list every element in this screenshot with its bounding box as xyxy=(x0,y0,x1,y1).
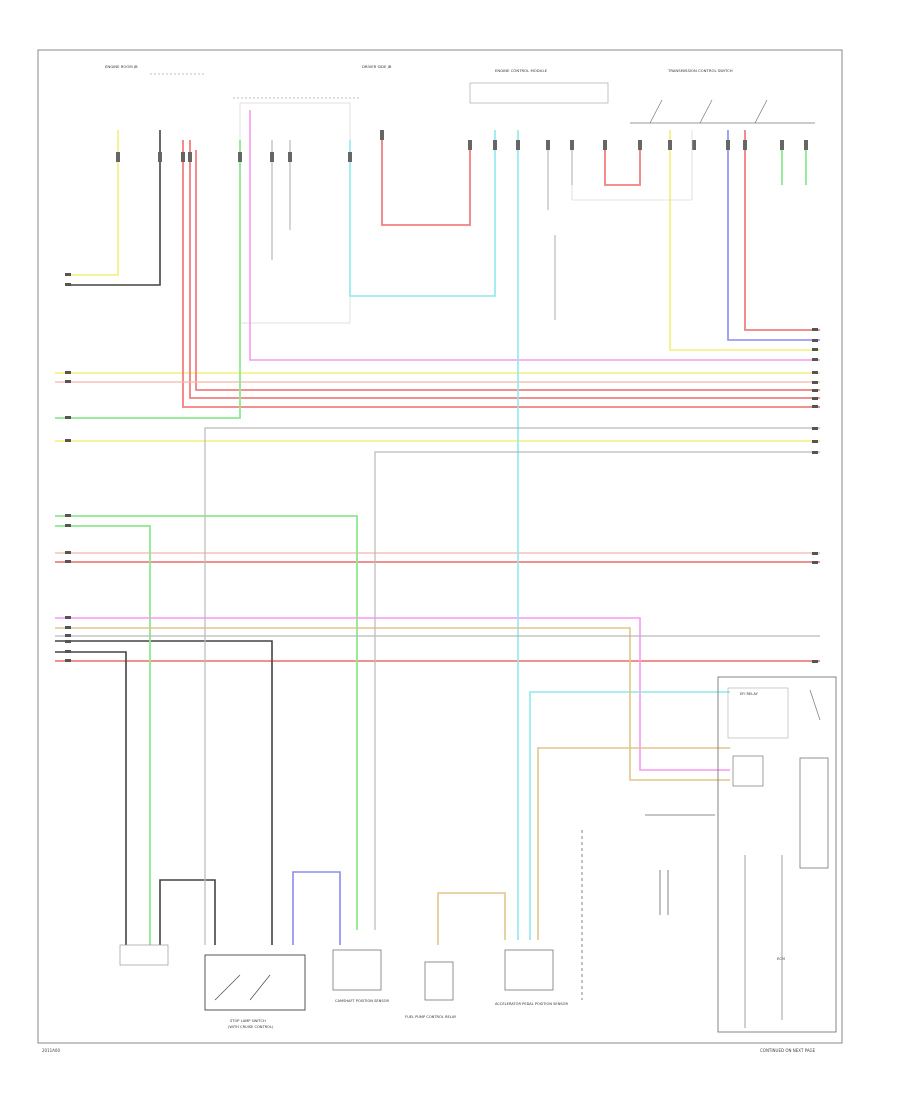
top-connector-pins xyxy=(116,130,808,162)
connector-cam-sensor xyxy=(332,949,382,991)
accel-sensor-label: ACCELERATOR PEDAL POSITION SENSOR xyxy=(495,1002,568,1006)
efi-relay-box xyxy=(727,687,789,739)
pink-wires xyxy=(55,110,820,771)
diagram-frame xyxy=(37,49,843,1044)
fuel-pump-label: FUEL PUMP CONTROL RELAY xyxy=(405,1015,457,1019)
footer-right: CONTINUED ON NEXT PAGE xyxy=(760,1048,816,1053)
left-edge-terminals xyxy=(65,273,71,662)
ecm-label: ECM xyxy=(777,957,785,961)
efi-relay-label: EFI RELAY xyxy=(740,692,759,696)
ecm-inner xyxy=(799,757,829,869)
cyan-wires xyxy=(349,130,730,940)
header-far-right: TRANSMISSION CONTROL SWITCH xyxy=(667,68,733,73)
green-wires xyxy=(55,140,807,945)
tan-wires xyxy=(55,627,730,945)
stop-lamp-switch-label: STOP LAMP SWITCH xyxy=(230,1019,266,1023)
stop-lamp-switch-sublabel: (WITH CRUISE CONTROL) xyxy=(228,1025,274,1029)
black-wires xyxy=(55,130,273,945)
connector-accel-sensor xyxy=(504,949,554,991)
header-mid-fuse: DRIVER SIDE JB xyxy=(362,64,392,69)
footer-left: 2011A00 xyxy=(42,1048,60,1053)
connector-left-bottom xyxy=(119,944,169,966)
connector-fuel-pump xyxy=(424,961,454,1001)
ecm-block xyxy=(717,676,837,1033)
blue-wires xyxy=(292,130,820,945)
cam-sensor-label: CAMSHAFT POSITION SENSOR xyxy=(335,999,389,1003)
grey-wires xyxy=(55,140,820,945)
red-wires xyxy=(55,130,820,662)
right-edge-terminals xyxy=(812,328,818,663)
yellow-wires xyxy=(55,130,820,442)
header-right-block: ENGINE CONTROL MODULE xyxy=(495,68,548,73)
stop-lamp-switch-box xyxy=(204,954,306,1011)
header-left-fuse: ENGINE ROOM JB xyxy=(105,64,138,69)
ecm-connector-box-top xyxy=(469,82,609,104)
